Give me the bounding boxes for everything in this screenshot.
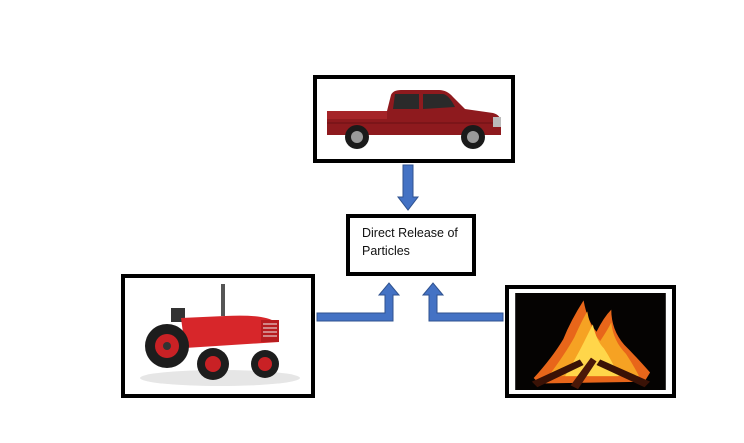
tractor-image — [125, 278, 311, 394]
direct-release-box: Direct Release of Particles — [346, 214, 476, 276]
arrow-tractor-to-center — [316, 282, 401, 322]
arrow-truck-to-center — [396, 164, 420, 211]
tractor-image-frame — [121, 274, 315, 398]
direct-release-label: Direct Release of Particles — [362, 226, 458, 258]
pickup-truck-image — [317, 79, 511, 159]
truck-image-frame — [313, 75, 515, 163]
bonfire-image — [515, 293, 666, 390]
bonfire-image-frame — [505, 285, 676, 398]
arrow-fire-to-center — [421, 282, 504, 322]
